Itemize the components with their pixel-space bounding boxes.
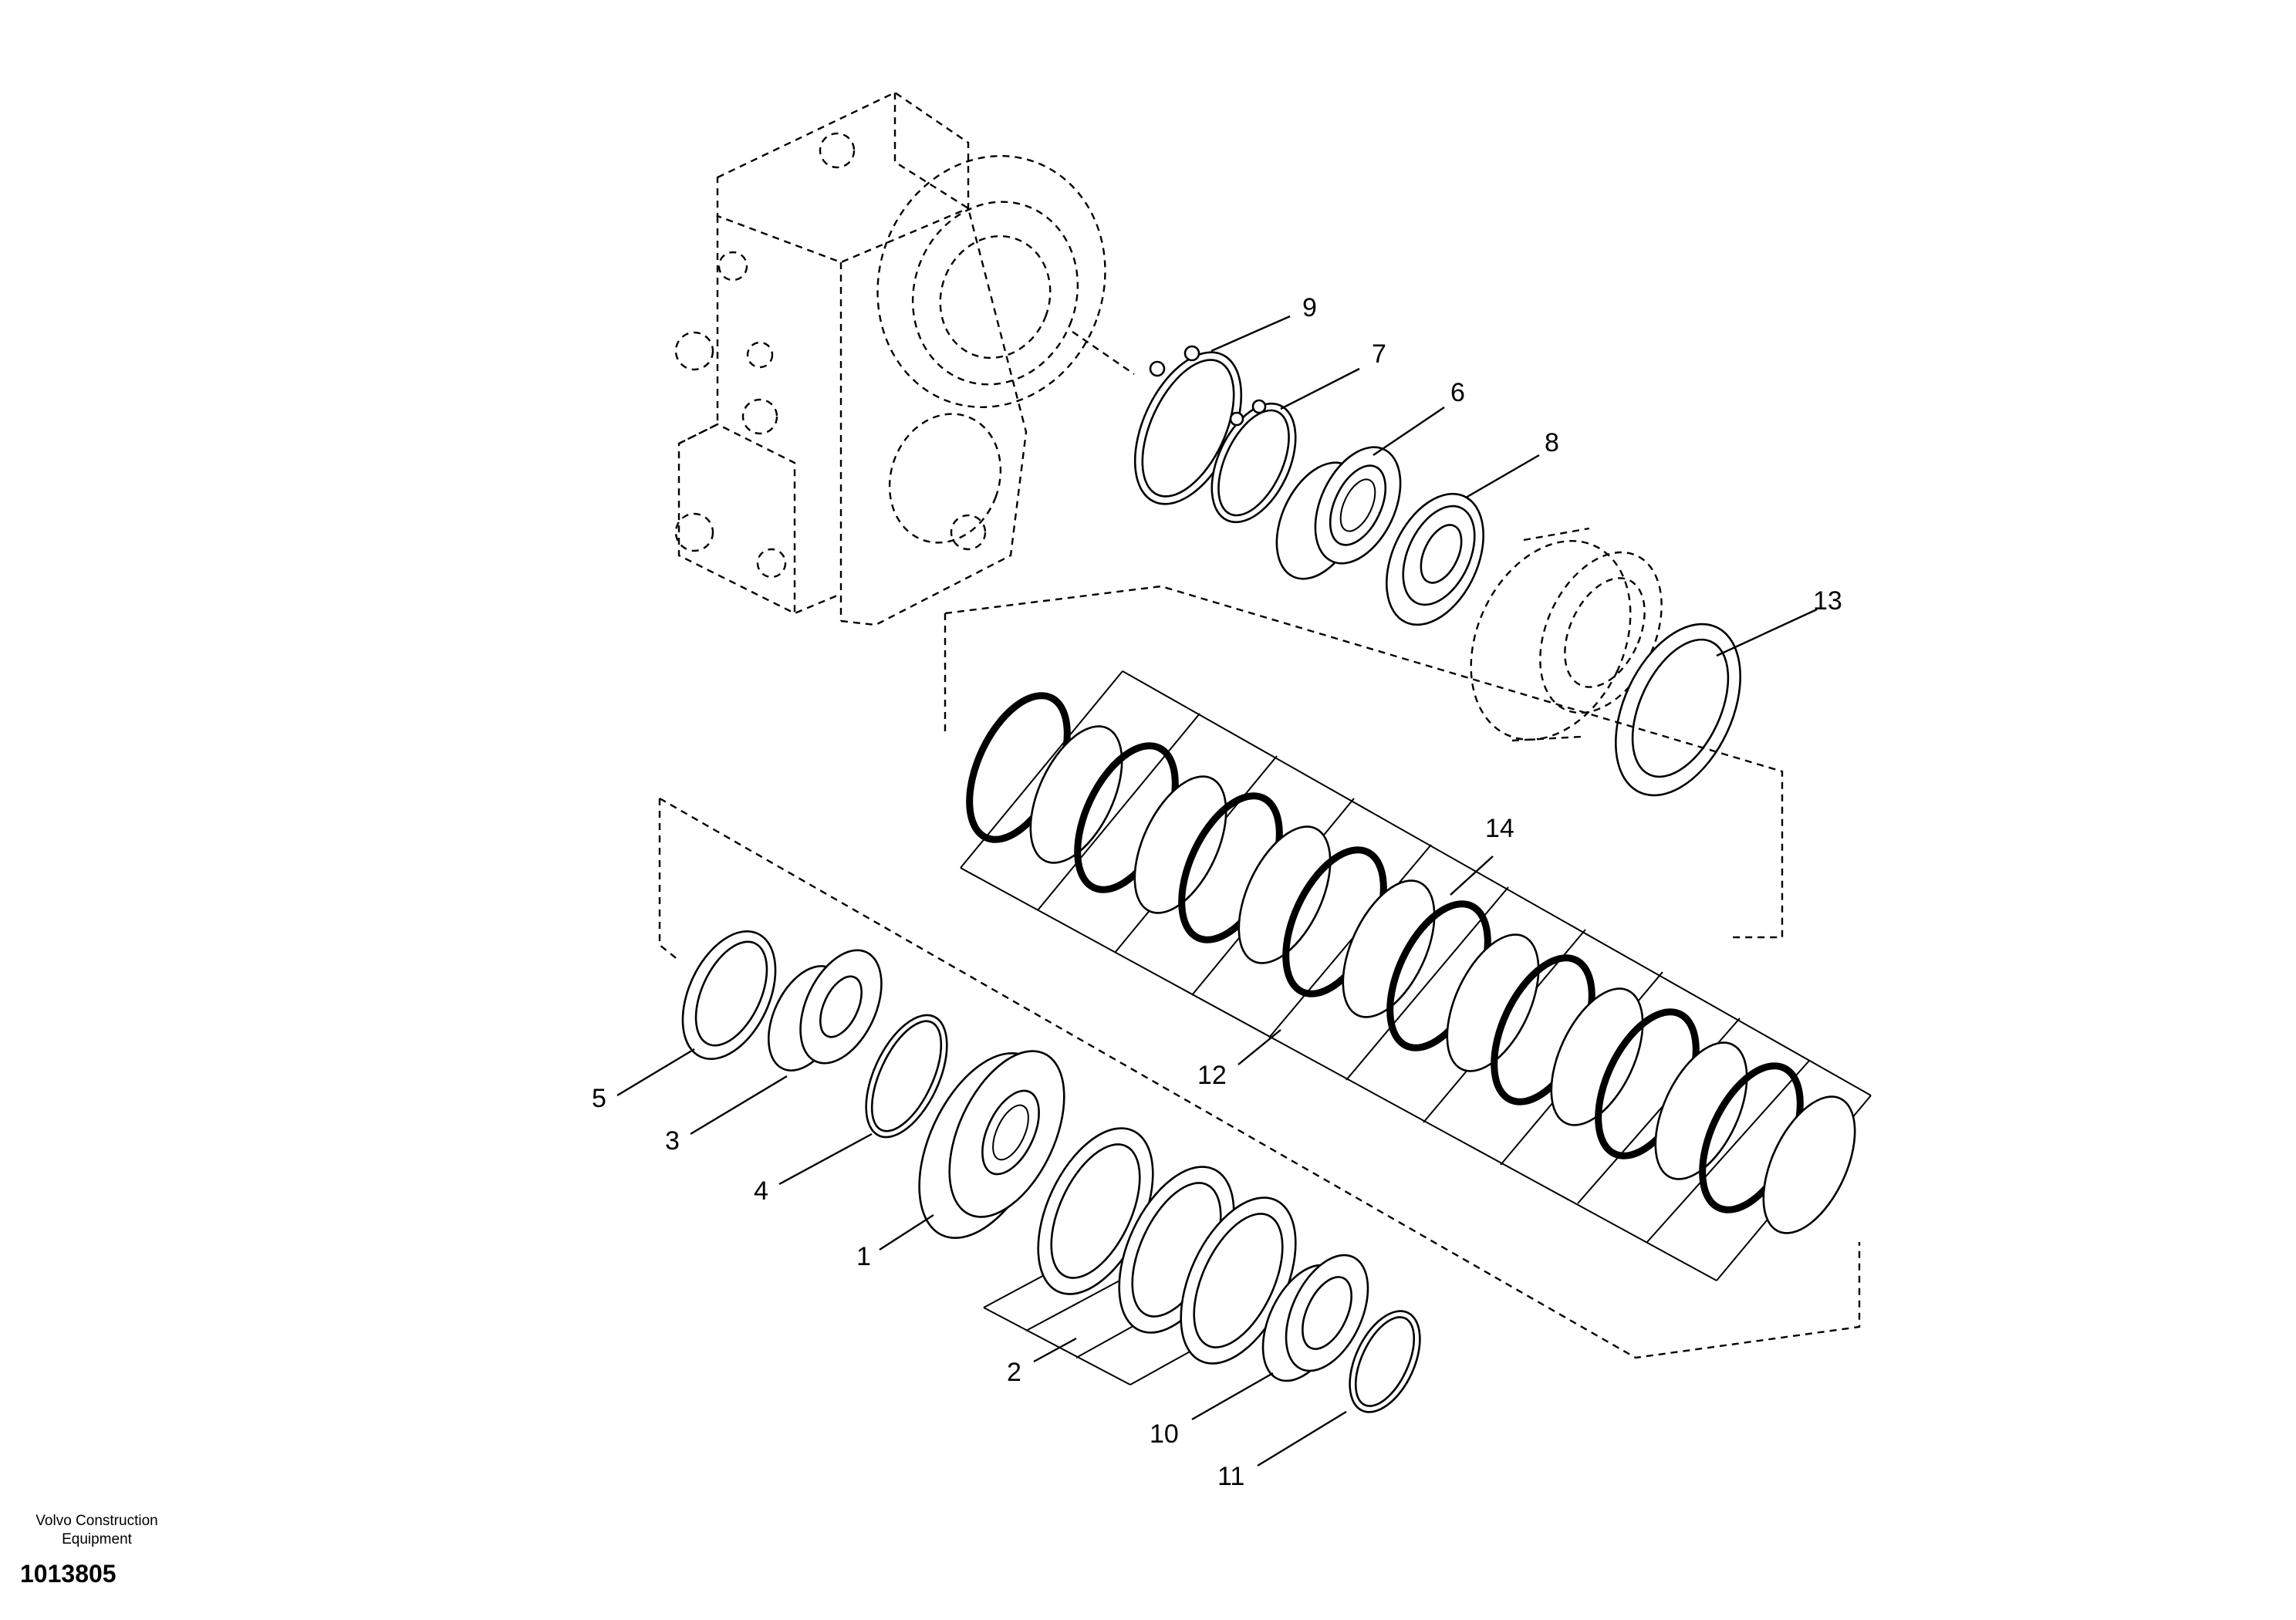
callout-2: 2 bbox=[1007, 1358, 1021, 1387]
callout-8: 8 bbox=[1545, 428, 1559, 457]
callout-3: 3 bbox=[665, 1126, 680, 1156]
callout-1: 1 bbox=[856, 1242, 871, 1271]
callout-5: 5 bbox=[592, 1084, 606, 1113]
part-2-springs bbox=[1037, 1127, 1297, 1365]
callout-9: 9 bbox=[1302, 293, 1317, 322]
part-2-springs-grid bbox=[983, 1249, 1235, 1385]
part-11-snap-ring bbox=[1349, 1310, 1421, 1413]
callout-10: 10 bbox=[1150, 1419, 1179, 1449]
callout-11: 11 bbox=[1217, 1462, 1244, 1491]
part-10-retainer bbox=[1261, 1254, 1369, 1382]
part-5-disc bbox=[681, 930, 777, 1061]
part-3-hub bbox=[767, 949, 883, 1072]
company-caption: Volvo Construction Equipment bbox=[35, 1513, 158, 1547]
callout-12: 12 bbox=[1197, 1061, 1227, 1090]
clutch-discs bbox=[966, 692, 1856, 1234]
callout-14: 14 bbox=[1485, 814, 1514, 843]
callout-13: 13 bbox=[1813, 586, 1842, 616]
part-9-snap-ring bbox=[1133, 345, 1243, 505]
part-4-o-ring bbox=[865, 1014, 948, 1139]
part-6-bearing bbox=[1275, 446, 1402, 580]
lower-group-bracket-diagonal bbox=[659, 797, 1861, 1359]
callout-6: 6 bbox=[1450, 378, 1465, 407]
part-13-disc bbox=[1615, 623, 1741, 797]
illustration-id: 1013805 bbox=[20, 1560, 116, 1588]
part-7-snap-ring bbox=[1210, 399, 1297, 524]
upper-group-bracket bbox=[944, 585, 1784, 939]
leader-lines bbox=[616, 315, 1818, 1467]
part-8-plate bbox=[1385, 492, 1485, 626]
part-1-piston bbox=[918, 1050, 1065, 1240]
lower-group-bracket bbox=[658, 798, 680, 961]
callout-7: 7 bbox=[1372, 339, 1386, 369]
transmission-housing-outline bbox=[674, 91, 1135, 626]
callout-numbers: 9 7 6 8 13 14 12 5 3 4 1 2 10 11 bbox=[592, 293, 1842, 1491]
callout-4: 4 bbox=[754, 1176, 768, 1206]
